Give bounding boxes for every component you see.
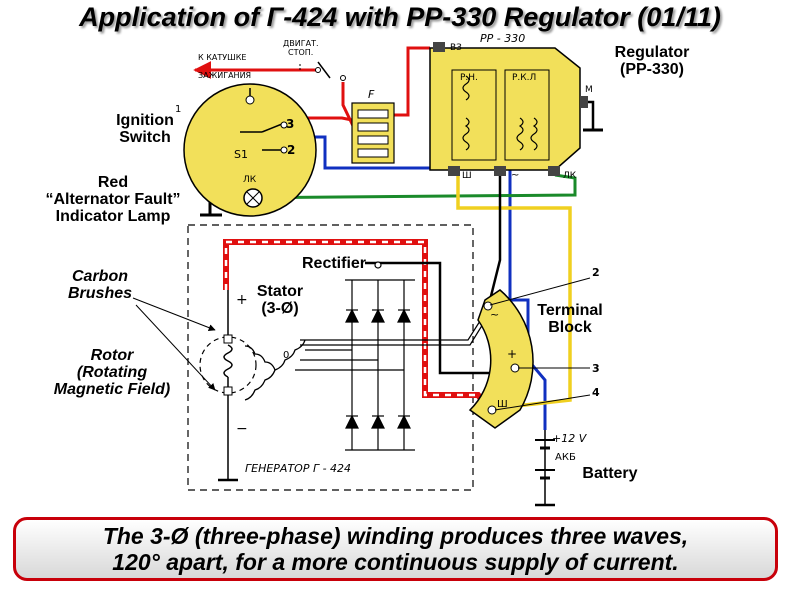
starter-label-1: ДВИГАТ. bbox=[283, 39, 319, 48]
terminal-block: + Ш ~ 2 3 4 bbox=[468, 266, 600, 429]
label-carbon-brushes: Carbon Brushes bbox=[67, 268, 133, 302]
stator-zero: 0 bbox=[283, 350, 289, 361]
label-rectifier: Rectifier bbox=[301, 255, 367, 272]
fuse-label-f: F bbox=[368, 88, 375, 101]
label-rotor: Rotor (Rotating Magnetic Field) bbox=[53, 347, 171, 398]
rotor-minus: − bbox=[236, 421, 248, 437]
switch-s1: S1 bbox=[234, 148, 248, 161]
battery-voltage: +12 V bbox=[552, 432, 588, 445]
tb-sh: Ш bbox=[497, 399, 508, 410]
rotor-plus: + bbox=[236, 292, 248, 308]
generator-label: ГЕНЕРАТОР Г - 424 bbox=[245, 462, 351, 475]
starter-contact: ДВИГАТ. СТОП. К КАТУШКЕ ЗАЖИГАНИЯ bbox=[198, 39, 346, 81]
label-stator: Stator (3-Ø) bbox=[256, 283, 304, 317]
stator: 0 bbox=[244, 339, 306, 401]
tb-callout-3: 3 bbox=[592, 362, 600, 375]
battery-symbol: +12 V АКБ bbox=[535, 432, 588, 480]
regulator-term-lk: ЛК bbox=[563, 171, 577, 181]
starter-label-2: СТОП. bbox=[288, 48, 313, 57]
lamp-lk-label: ЛК bbox=[243, 175, 257, 185]
switch-terminal-2: 2 bbox=[287, 143, 295, 157]
label-terminal-block: Terminal Block bbox=[537, 302, 603, 336]
switch-terminal-1: 1 bbox=[175, 104, 181, 115]
regulator-term-m: М bbox=[585, 85, 593, 95]
regulator-term-sh: Ш bbox=[462, 171, 472, 181]
label-indicator-lamp: Red “Alternator Fault” Indicator Lamp bbox=[45, 174, 181, 225]
tb-plus: + bbox=[507, 347, 517, 361]
switch-terminal-3: 3 bbox=[286, 117, 294, 131]
rectifier-bridge bbox=[295, 261, 415, 451]
regulator-term-tilde: ~ bbox=[511, 170, 519, 181]
label-ignition-switch: Ignition Switch bbox=[116, 112, 174, 146]
battery-ru: АКБ bbox=[555, 452, 576, 463]
to-coil-label: К КАТУШКЕ bbox=[198, 53, 246, 62]
tb-tilde: ~ bbox=[490, 308, 499, 321]
page-title: Application of Г-424 with PP-330 Regulat… bbox=[79, 2, 721, 32]
regulator-code: РР - 330 bbox=[480, 32, 525, 45]
regulator-rn: Р.Н. bbox=[460, 73, 478, 83]
wires bbox=[193, 46, 603, 507]
label-battery: Battery bbox=[582, 465, 638, 482]
rotor: + − bbox=[199, 290, 257, 437]
ignition-switch: S1 3 2 1 ЛК bbox=[175, 83, 317, 217]
fuse-block: F bbox=[351, 88, 395, 164]
caption-banner: The 3-Ø (three-phase) winding produces t… bbox=[13, 517, 778, 581]
regulator-term-vb: ВЗ bbox=[450, 43, 462, 53]
caption-text: The 3-Ø (three-phase) winding produces t… bbox=[102, 523, 689, 575]
label-regulator: Regulator (PP-330) bbox=[614, 44, 690, 78]
tb-callout-4: 4 bbox=[592, 386, 600, 399]
regulator-pp330: РР - 330 ВЗ М Р.Н. Р.К.Л Ш ~ ЛК bbox=[429, 32, 593, 181]
regulator-rkl: Р.К.Л bbox=[512, 73, 536, 83]
ignition-label-ru: ЗАЖИГАНИЯ bbox=[198, 71, 251, 80]
tb-callout-2: 2 bbox=[592, 266, 600, 279]
